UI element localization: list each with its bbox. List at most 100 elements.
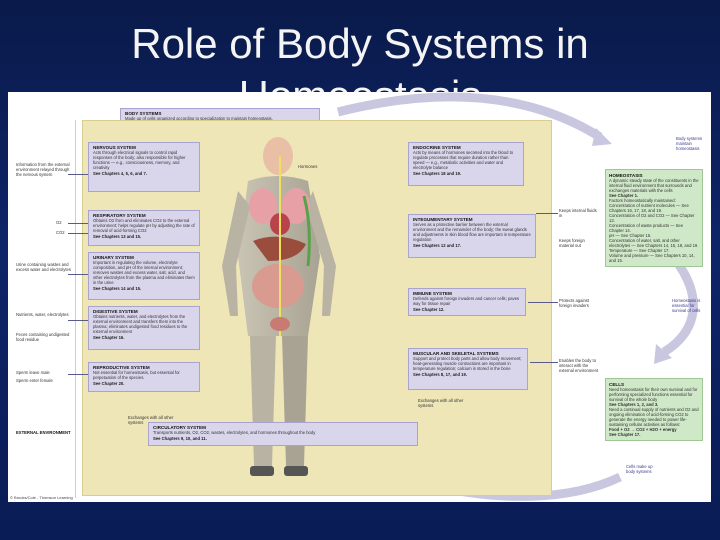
intestines [252, 264, 304, 308]
cells-ref-2: See Chapter 17. [609, 432, 641, 437]
external-environment-panel [14, 120, 76, 498]
arc-right-head [654, 344, 672, 364]
sperm-enter-label: Sperm enter female [16, 378, 53, 383]
system-ref: See Chapters 13 and 15. [93, 234, 142, 239]
env-info-label: Information from the external environmen… [16, 162, 70, 177]
system-text: Defends against foreign invaders and can… [413, 296, 520, 306]
reproductive-system-box: REPRODUCTIVE SYSTEM Not essential for ho… [88, 362, 200, 392]
body-systems-title: BODY SYSTEMS [125, 111, 162, 116]
system-title: CIRCULATORY SYSTEM [153, 425, 206, 430]
connector-line [530, 362, 558, 363]
nervous-system-box: NERVOUS SYSTEM Acts through electrical s… [88, 142, 200, 192]
system-ref: See Chapters 12 and 17. [413, 243, 462, 248]
factor-item: Concentration of waste products — See Ch… [609, 223, 684, 233]
keeps-fluids-in-label: Keeps internal fluids in [559, 208, 597, 218]
system-title: ENDOCRINE SYSTEM [413, 145, 461, 150]
system-text: Transports nutrients, O2, CO2, wastes, e… [153, 430, 316, 435]
connector-line [68, 223, 93, 224]
left-shoe [250, 466, 274, 476]
homeostasis-title: HOMEOSTASIS [609, 173, 643, 178]
arrow-note-cells: Cells make up body systems [626, 464, 653, 474]
left-leg [250, 336, 276, 466]
system-title: INTEGUMENTARY SYSTEM [413, 217, 473, 222]
factor-item: pH — See Chapter 15. [609, 233, 652, 238]
integumentary-system-box: INTEGUMENTARY SYSTEM Serves as a protect… [408, 214, 536, 258]
cells-panel: CELLS Need homeostasis for their own sur… [605, 378, 703, 441]
factor-item: Concentration of water, salt, and other … [609, 238, 699, 248]
system-ref: See Chapters 18 and 19. [413, 171, 462, 176]
system-text: Acts by means of hormones secreted into … [413, 150, 514, 170]
arrow-note-essential: Homeostasis is essential for survival of… [672, 298, 701, 313]
o2-label: O2 [56, 220, 62, 225]
system-title: RESPIRATORY SYSTEM [93, 213, 146, 218]
cells-title: CELLS [609, 382, 625, 387]
factor-item: Volume and pressure — See Chapters 10, 1… [609, 253, 695, 263]
cells-equation: Food + O2 → CO2 + H2O + energy [609, 427, 677, 432]
musculoskeletal-system-box: MUSCULAR AND SKELETAL SYSTEMS Support an… [408, 348, 528, 390]
connector-line [68, 174, 93, 175]
left-arm [222, 191, 250, 316]
right-arm [306, 191, 336, 316]
homeostasis-figure: BODY SYSTEMS Made up of cells organized … [8, 92, 711, 502]
nerve-line [302, 195, 311, 267]
exchange-right-label: Exchanges with all other systems [418, 398, 464, 408]
homeostasis-factors-intro: Factors homeostatically maintained: [609, 198, 676, 203]
system-text: Obtains O2 from and eliminates CO2 to th… [93, 218, 195, 233]
cells-ref: See Chapters 1, 2, and 3. [609, 402, 659, 407]
bladder [270, 317, 290, 331]
system-ref: See Chapter 20. [93, 381, 125, 386]
external-environment-label: EXTERNAL ENVIRONMENT [16, 430, 71, 435]
system-text: Important in regulating the volume, elec… [93, 260, 195, 285]
body-systems-text: Made up of cells organized according to … [125, 116, 273, 121]
connector-line [528, 302, 558, 303]
system-text: Acts through electrical signals to contr… [93, 150, 186, 170]
nutrients-label: Nutrients, water, electrolytes [16, 312, 69, 317]
circulatory-system-box: CIRCULATORY SYSTEM Transports nutrients,… [148, 422, 418, 446]
connector-line [68, 374, 93, 375]
right-leg [282, 336, 308, 466]
homeostasis-ref: See Chapter 1. [609, 193, 639, 198]
arc-top [336, 92, 603, 141]
feces-label: Feces containing undigested food residue [16, 332, 70, 342]
homeostasis-text: A dynamic steady state of the constituen… [609, 178, 699, 193]
connector-line [68, 274, 93, 275]
keeps-foreign-out-label: Keeps foreign material out [559, 238, 585, 248]
title-line-1: Role of Body Systems in [131, 20, 589, 67]
arc-top-head [592, 128, 612, 146]
digestive-system-box: DIGESTIVE SYSTEM Obtains nutrients, wate… [88, 306, 200, 350]
connector-line [68, 320, 93, 321]
system-ref: See Chapters 8, 17, and 19. [413, 372, 467, 377]
factor-item: Concentration of O2 and CO2 — See Chapte… [609, 213, 695, 223]
right-shoe [284, 466, 308, 476]
hormones-label: Hormones [298, 164, 318, 169]
lung-left [249, 188, 277, 224]
system-ref: See Chapter 16. [93, 335, 125, 340]
system-text: Serves as a protective barrier between t… [413, 222, 531, 242]
image-credit: © Brooks/Cole - Thomson Learning [10, 495, 73, 500]
interact-external-label: Enables the body to interact with the ex… [559, 358, 599, 373]
system-ref: See Chapters 4, 5, 6, and 7. [93, 171, 147, 176]
protects-invaders-label: Protects against foreign invaders [559, 298, 590, 308]
immune-system-box: IMMUNE SYSTEM Defends against foreign in… [408, 288, 526, 316]
connector-line [68, 233, 93, 234]
cells-text: Need homeostasis for their own survival … [609, 387, 698, 402]
sperm-leave-label: Sperm leave male [16, 370, 50, 375]
endocrine-system-box: ENDOCRINE SYSTEM Acts by means of hormon… [408, 142, 524, 186]
respiratory-system-box: RESPIRATORY SYSTEM Obtains O2 from and e… [88, 210, 200, 246]
factor-item: Temperature — See Chapter 17. [609, 248, 670, 253]
co2-label: CO2 [56, 230, 65, 235]
cells-text-2: Need a continual supply of nutrients and… [609, 407, 699, 427]
system-ref: See Chapter 12. [413, 307, 445, 312]
homeostasis-panel: HOMEOSTASIS A dynamic steady state of th… [605, 169, 703, 267]
system-title: REPRODUCTIVE SYSTEM [93, 365, 150, 370]
urinary-system-box: URINARY SYSTEM Important in regulating t… [88, 252, 200, 300]
system-title: URINARY SYSTEM [93, 255, 134, 260]
arrow-note-maintain: Body systems maintain homeostasis [676, 136, 703, 151]
head [263, 137, 293, 175]
system-text: Not essential for homeostasis, but essen… [93, 370, 180, 380]
urine-label: Urine containing wastes and excess water… [16, 262, 71, 272]
system-ref: See Chapters 14 and 15. [93, 286, 142, 291]
factor-item: Concentration of nutrient molecules — Se… [609, 203, 689, 213]
system-text: Support and protect body parts and allow… [413, 356, 522, 371]
system-text: Obtains nutrients, water, and electrolyt… [93, 314, 188, 334]
